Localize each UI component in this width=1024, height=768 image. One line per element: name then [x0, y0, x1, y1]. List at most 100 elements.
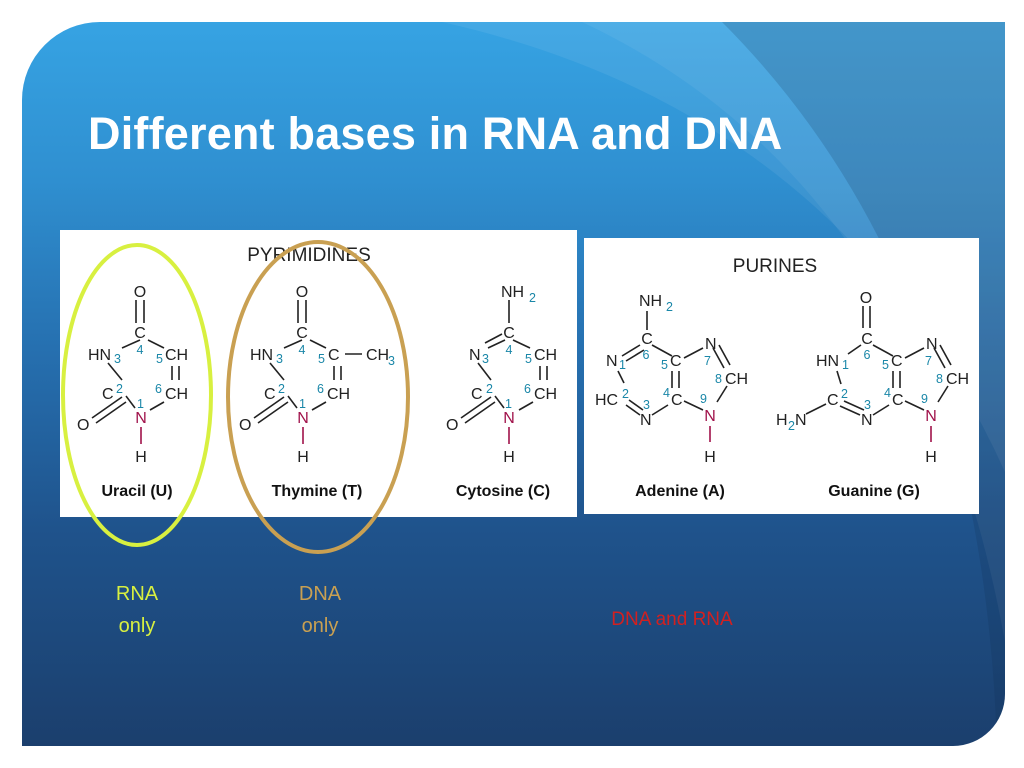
svg-text:1: 1 [619, 358, 626, 372]
svg-text:CH: CH [534, 386, 557, 403]
svg-text:C: C [134, 325, 146, 342]
svg-text:3: 3 [114, 352, 121, 366]
adenine-structure: NH 2 C 6 N 1 5 C N 7 8 CH HC 2 3 N 4 C 9… [595, 293, 748, 500]
svg-text:8: 8 [936, 372, 943, 386]
purines-panel: PURINES NH 2 C 6 N 1 5 C N 7 8 CH HC 2 3… [584, 238, 979, 514]
svg-text:3: 3 [864, 398, 871, 412]
uracil-label: Uracil (U) [101, 483, 172, 500]
svg-text:5: 5 [525, 352, 532, 366]
svg-text:3: 3 [643, 398, 650, 412]
purines-heading: PURINES [733, 256, 817, 277]
svg-text:2: 2 [622, 387, 629, 401]
svg-text:CH: CH [327, 386, 350, 403]
svg-text:CH: CH [534, 347, 557, 364]
pyrimidines-panel: PYRIMIDINES O C 4 HN 3 5 CH 2 C 6 CH O 1… [60, 230, 577, 517]
svg-text:1: 1 [137, 397, 144, 411]
svg-text:O: O [134, 284, 146, 301]
slide-decoration [442, 22, 1005, 746]
svg-text:C: C [503, 325, 515, 342]
svg-text:C: C [827, 392, 839, 409]
svg-text:6: 6 [864, 348, 871, 362]
svg-text:2: 2 [841, 387, 848, 401]
rna-only-label: RNA only [115, 583, 159, 637]
svg-text:N: N [795, 412, 807, 429]
svg-text:HN: HN [250, 347, 273, 364]
svg-text:9: 9 [921, 392, 928, 406]
svg-text:6: 6 [643, 348, 650, 362]
svg-text:O: O [239, 417, 251, 434]
purines-diagram: PURINES NH 2 C 6 N 1 5 C N 7 8 CH HC 2 3… [595, 256, 969, 500]
svg-text:NH: NH [501, 284, 524, 301]
svg-text:CH: CH [725, 371, 748, 388]
svg-text:C: C [671, 392, 683, 409]
svg-text:O: O [77, 417, 89, 434]
dna-and-rna-label: DNA and RNA [611, 609, 733, 630]
svg-text:HN: HN [816, 353, 839, 370]
svg-text:H: H [297, 449, 309, 466]
svg-text:C: C [641, 331, 653, 348]
svg-text:C: C [471, 386, 483, 403]
svg-text:2: 2 [666, 300, 673, 314]
svg-text:5: 5 [156, 352, 163, 366]
dna-only-label: DNA only [298, 583, 342, 637]
svg-text:N: N [704, 408, 716, 425]
svg-text:4: 4 [506, 343, 513, 357]
svg-text:N: N [925, 408, 937, 425]
svg-text:7: 7 [704, 354, 711, 368]
svg-text:6: 6 [317, 382, 324, 396]
page-title: Different bases in RNA and DNA [88, 108, 783, 159]
svg-text:O: O [296, 284, 308, 301]
svg-text:4: 4 [884, 386, 891, 400]
svg-text:C: C [328, 347, 340, 364]
cytosine-structure: NH 2 C 4 N 3 5 CH 2 C 6 CH O 1 N H Cytos… [446, 284, 557, 500]
svg-text:N: N [469, 347, 481, 364]
svg-text:C: C [102, 386, 114, 403]
svg-text:C: C [861, 331, 873, 348]
svg-text:4: 4 [137, 343, 144, 357]
svg-text:N: N [705, 336, 717, 353]
svg-text:9: 9 [700, 392, 707, 406]
svg-text:H: H [776, 412, 788, 429]
svg-text:N: N [606, 353, 618, 370]
svg-text:N: N [640, 412, 652, 429]
guanine-structure: O C 6 HN 1 5 C N 7 8 CH 2 C H 2 N 3 N 4 … [776, 290, 969, 500]
svg-text:NH: NH [639, 293, 662, 310]
svg-text:1: 1 [299, 397, 306, 411]
svg-text:C: C [891, 353, 903, 370]
svg-text:CH: CH [946, 371, 969, 388]
svg-text:2: 2 [278, 382, 285, 396]
pyrimidines-heading: PYRIMIDINES [247, 245, 371, 266]
pyrimidines-diagram: PYRIMIDINES O C 4 HN 3 5 CH 2 C 6 CH O 1… [77, 245, 557, 500]
svg-text:C: C [264, 386, 276, 403]
guanine-label: Guanine (G) [828, 483, 920, 500]
svg-text:C: C [296, 325, 308, 342]
svg-text:N: N [503, 410, 515, 427]
svg-text:3: 3 [276, 352, 283, 366]
svg-text:N: N [926, 336, 938, 353]
svg-text:H: H [503, 449, 515, 466]
svg-text:5: 5 [882, 358, 889, 372]
svg-text:CH: CH [366, 347, 389, 364]
cytosine-label: Cytosine (C) [456, 483, 550, 500]
svg-text:2: 2 [788, 419, 795, 433]
svg-text:3: 3 [482, 352, 489, 366]
svg-text:5: 5 [661, 358, 668, 372]
svg-text:C: C [670, 353, 682, 370]
svg-text:H: H [135, 449, 147, 466]
svg-text:6: 6 [524, 382, 531, 396]
svg-text:3: 3 [388, 354, 395, 368]
svg-text:N: N [861, 412, 873, 429]
svg-text:2: 2 [116, 382, 123, 396]
svg-text:HC: HC [595, 392, 618, 409]
uracil-structure: O C 4 HN 3 5 CH 2 C 6 CH O 1 N H Uracil … [77, 284, 188, 500]
svg-text:2: 2 [486, 382, 493, 396]
thymine-structure: O C 4 HN 3 5 C CH 3 2 C 6 CH O 1 N H Thy… [239, 284, 395, 500]
svg-text:5: 5 [318, 352, 325, 366]
svg-text:2: 2 [529, 291, 536, 305]
svg-text:CH: CH [165, 386, 188, 403]
thymine-label: Thymine (T) [272, 483, 363, 500]
svg-text:1: 1 [505, 397, 512, 411]
svg-text:CH: CH [165, 347, 188, 364]
svg-text:4: 4 [663, 386, 670, 400]
svg-text:1: 1 [842, 358, 849, 372]
